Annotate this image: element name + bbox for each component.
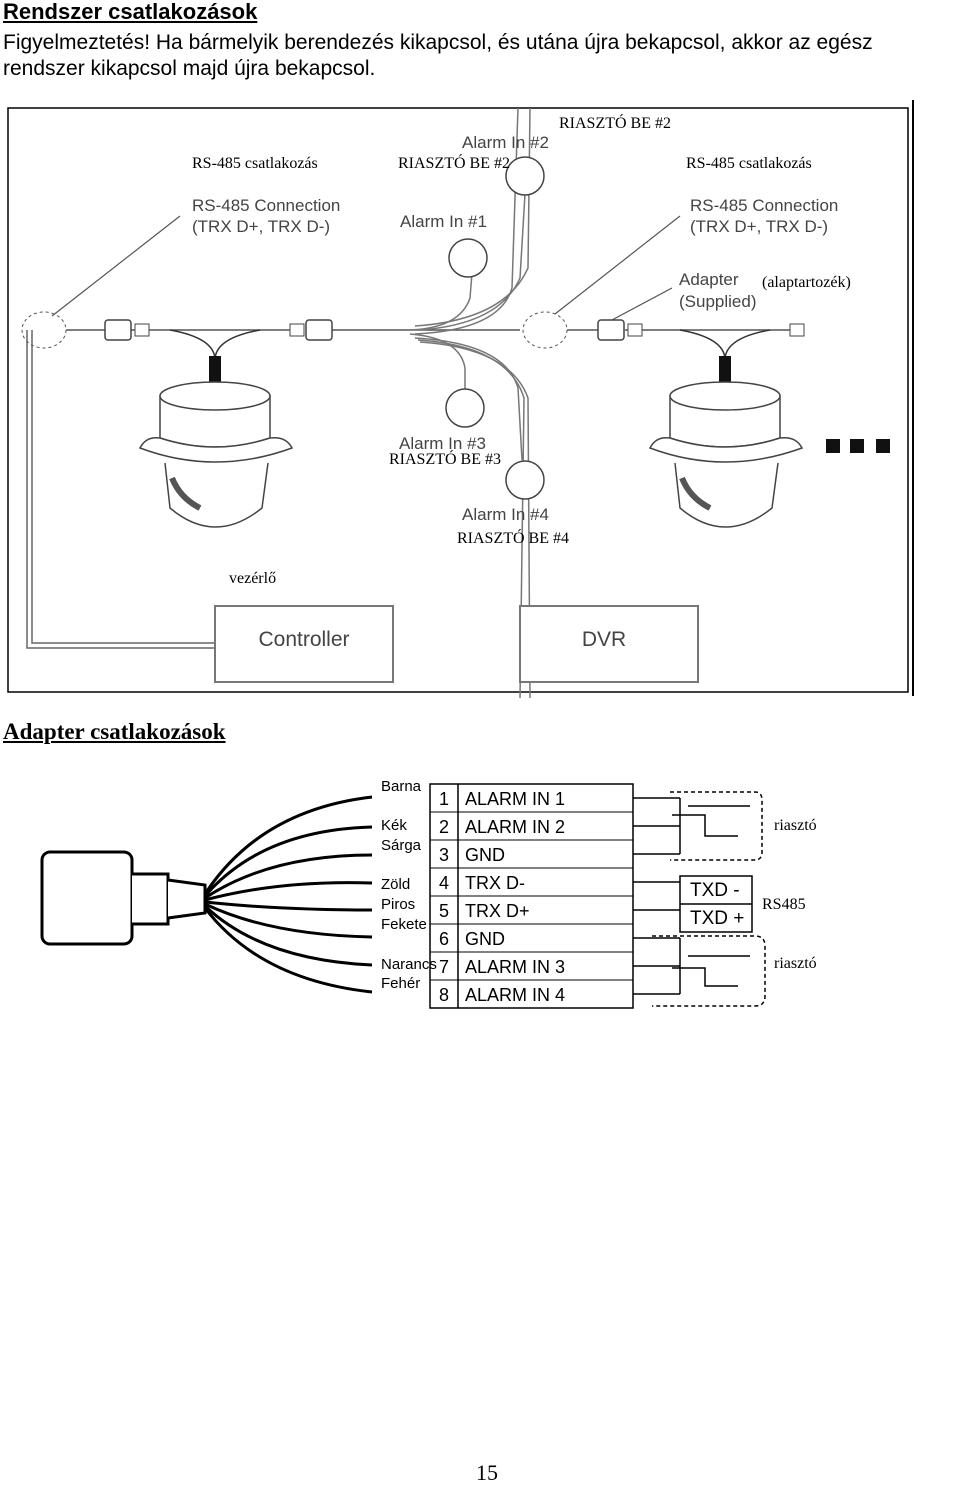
connector-2 (289, 323, 305, 337)
rs485-connection-left: RS-485 Connection (192, 196, 340, 215)
dvr-box-label: DVR (582, 628, 626, 651)
rs485-right-hu: RS-485 csatlakozás (686, 155, 812, 172)
adapter-pinout-diagram: 1 ALARM IN 1 2 ALARM IN 2 3 GND 4 TRX D-… (40, 783, 766, 1009)
pin-3-label: GND (465, 845, 505, 865)
alarm-in-4-sensor (505, 460, 545, 500)
rs485-left-hu: RS-485 csatlakozás (192, 155, 318, 172)
pin-5-num: 5 (439, 901, 449, 921)
pin-2-num: 2 (439, 817, 449, 837)
adapter-wires (203, 795, 373, 994)
pin-3-num: 3 (439, 845, 449, 865)
wire-color-3: Sárga (381, 837, 422, 854)
adapter-body (40, 850, 134, 946)
alarm-in-4-label: Alarm In #4 (462, 505, 549, 524)
connector-3 (789, 323, 805, 337)
txd-minus-label: TXD - (690, 880, 740, 901)
alarm2-top-hu: RIASZTÓ BE #2 (559, 115, 671, 132)
wire-color-6: Fekete (381, 916, 427, 933)
adapter-label: Adapter (679, 270, 739, 289)
left-connection-circle (21, 311, 67, 349)
rs485-txd-block (633, 875, 753, 933)
rs485-trx-right: (TRX D+, TRX D-) (690, 217, 828, 236)
controller-box-label: Controller (258, 628, 349, 651)
pin-6-label: GND (465, 929, 505, 949)
pin-7-num: 7 (439, 957, 449, 977)
warning-line-1: Figyelmeztetés! Ha bármelyik berendezés … (3, 31, 873, 54)
diagram-frame (7, 107, 909, 693)
alarm-in-1-label: Alarm In #1 (400, 212, 487, 231)
wire-color-8: Fehér (381, 975, 421, 992)
dvr-box (519, 605, 699, 683)
supplied-label: (Supplied) (679, 292, 757, 311)
rs485-hu: RS485 (762, 896, 806, 913)
page-title: Rendszer csatlakozások (3, 0, 258, 24)
alarm2-mid-hu: RIASZTÓ BE #2 (398, 155, 510, 172)
right-connection-circle (522, 311, 568, 349)
alarm-in-3-sensor (445, 388, 485, 428)
wire-color-1: Barna (381, 778, 422, 795)
rs485-trx-left: (TRX D+, TRX D-) (192, 217, 330, 236)
pin-4-label: TRX D- (465, 873, 525, 893)
alarm-in-2-label: Alarm In #2 (462, 133, 549, 152)
alarm-contact-bottom (633, 935, 766, 1007)
alarm-top-hu: riasztó (774, 817, 817, 834)
controller-cable (31, 330, 215, 644)
wire-color-7: Narancs (381, 956, 437, 973)
alarm-in-1-sensor (448, 238, 488, 278)
alarm4-hu: RIASZTÓ BE #4 (457, 530, 569, 547)
controller-box (214, 605, 394, 683)
pin-table (429, 783, 634, 1009)
pin-8-num: 8 (439, 985, 449, 1005)
txd-plus-label: TXD + (690, 908, 744, 929)
adapter-connector (597, 319, 625, 341)
page-number: 15 (476, 1460, 498, 1485)
pin-1-num: 1 (439, 789, 449, 809)
pin-6-num: 6 (439, 929, 449, 949)
controller-hu: vezérlő (229, 570, 277, 587)
adapter-supplied-hu: (alaptartozék) (762, 274, 851, 291)
pin-5-label: TRX D+ (465, 901, 530, 921)
alarm-contact-top (633, 791, 763, 861)
wire-color-2: Kék (381, 817, 407, 834)
pin-1-label: ALARM IN 1 (465, 789, 565, 809)
warning-line-2: rendszer kikapcsol majd újra bekapcsol. (3, 57, 376, 80)
wire-color-5: Piros (381, 896, 416, 913)
alarm-bottom-hu: riasztó (774, 955, 817, 972)
wire-color-4: Zöld (381, 876, 411, 893)
rs485-connection-right: RS-485 Connection (690, 196, 838, 215)
adapter-section-title: Adapter csatlakozások (3, 719, 226, 744)
speed-dome-camera-left (138, 381, 294, 528)
alarm-in-2-sensor (505, 156, 545, 196)
speed-dome-camera-right (648, 381, 804, 528)
pin-4-num: 4 (439, 873, 449, 893)
system-connection-diagram: Alarm In #2 Alarm In #1 Alarm In #3 Alar… (7, 100, 914, 699)
pin-2-label: ALARM IN 2 (465, 817, 565, 837)
connector-1 (104, 319, 132, 341)
more-devices-dot (826, 439, 840, 453)
alarm-in-3-label: Alarm In #3 (399, 434, 486, 453)
pin-8-label: ALARM IN 4 (465, 985, 565, 1005)
alarm3-hu: RIASZTÓ BE #3 (389, 451, 501, 468)
pin-7-label: ALARM IN 3 (465, 957, 565, 977)
